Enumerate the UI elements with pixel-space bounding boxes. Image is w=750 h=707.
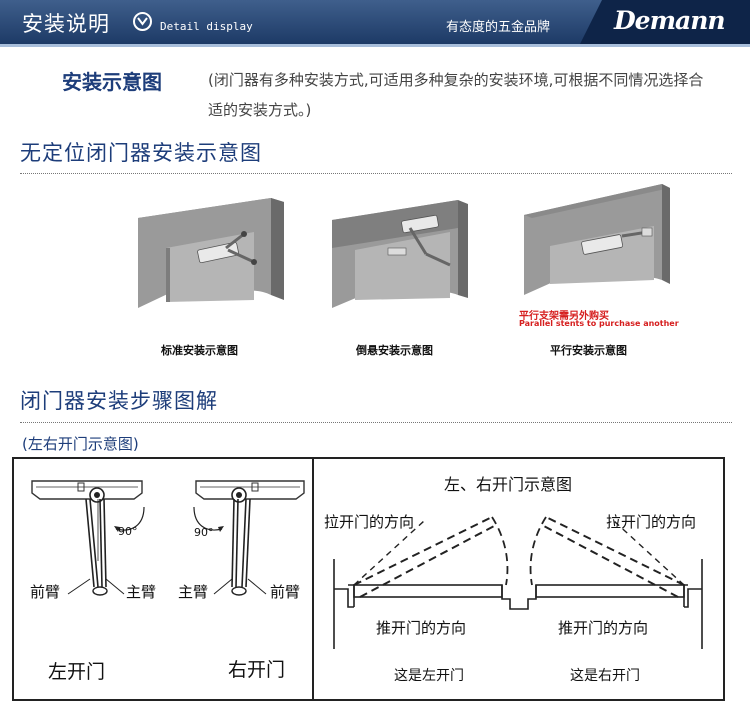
note-purchase-en: Parallel stents to purchase another xyxy=(519,319,679,328)
right-door-caption: 这是右开门 xyxy=(570,668,640,684)
section-title-steps: 闭门器安装步骤图解 xyxy=(20,389,218,413)
front-arm-label-left: 前臂 xyxy=(30,583,61,601)
header-slogan: 有态度的五金品牌 xyxy=(446,20,551,35)
section-title-installation: 无定位闭门器安装示意图 xyxy=(20,141,262,165)
arm-diagram-panel: 90° 90° 前臂 主臂 主臂 前臂 左开门 右开门 xyxy=(12,457,314,701)
door-diagram-title: 左、右开门示意图 xyxy=(444,475,573,494)
caption-parallel: 平行安装示意图 xyxy=(550,344,627,357)
pull-direction-right: 拉开门的方向 xyxy=(606,513,697,531)
door-direction-panel: 左、右开门示意图 拉开门的方向 拉开门的方向 推开门的方向 推开门的方向 这是左… xyxy=(312,457,725,701)
door-direction-diagram xyxy=(333,516,703,649)
header-subtitle: Detail display xyxy=(160,20,253,33)
standard-installation-figure xyxy=(138,198,284,308)
brand-logo-text: Demann xyxy=(614,6,726,35)
pull-direction-left: 拉开门的方向 xyxy=(324,513,415,531)
note-purchase-cn: 平行支架需另外购买 xyxy=(519,311,609,322)
caption-inverted: 倒悬安装示意图 xyxy=(356,344,433,357)
intro-text: (闭门器有多种安装方式,可适用多种复杂的安装环境,可根据不同情况选择合适的安装方… xyxy=(208,71,704,119)
caption-standard: 标准安装示意图 xyxy=(161,344,238,357)
header-underline xyxy=(0,44,750,47)
arm-diagram xyxy=(31,480,305,596)
angle-label-right: 90° xyxy=(194,526,214,539)
main-arm-label-left: 主臂 xyxy=(126,583,157,601)
brand-logo: Demann xyxy=(580,0,750,44)
header-bar: 安装说明 Detail display 有态度的五金品牌 Demann xyxy=(0,0,750,44)
right-door-label: 右开门 xyxy=(228,659,286,681)
intro-title: 安装示意图 xyxy=(62,70,162,94)
angle-label-left: 90° xyxy=(118,525,138,538)
divider xyxy=(20,173,732,174)
parallel-installation-figure xyxy=(524,184,670,295)
main-arm-label-right: 主臂 xyxy=(178,583,209,601)
push-direction-left: 推开门的方向 xyxy=(376,619,467,637)
left-door-label: 左开门 xyxy=(48,661,106,683)
section-subtitle: (左右开门示意图) xyxy=(22,435,139,453)
push-direction-right: 推开门的方向 xyxy=(558,619,649,637)
left-door-caption: 这是左开门 xyxy=(394,668,464,684)
inverted-installation-figure xyxy=(332,200,468,308)
divider xyxy=(20,422,732,423)
chevron-down-icon xyxy=(133,12,152,31)
front-arm-label-right: 前臂 xyxy=(270,583,301,601)
header-title: 安装说明 xyxy=(22,12,110,36)
